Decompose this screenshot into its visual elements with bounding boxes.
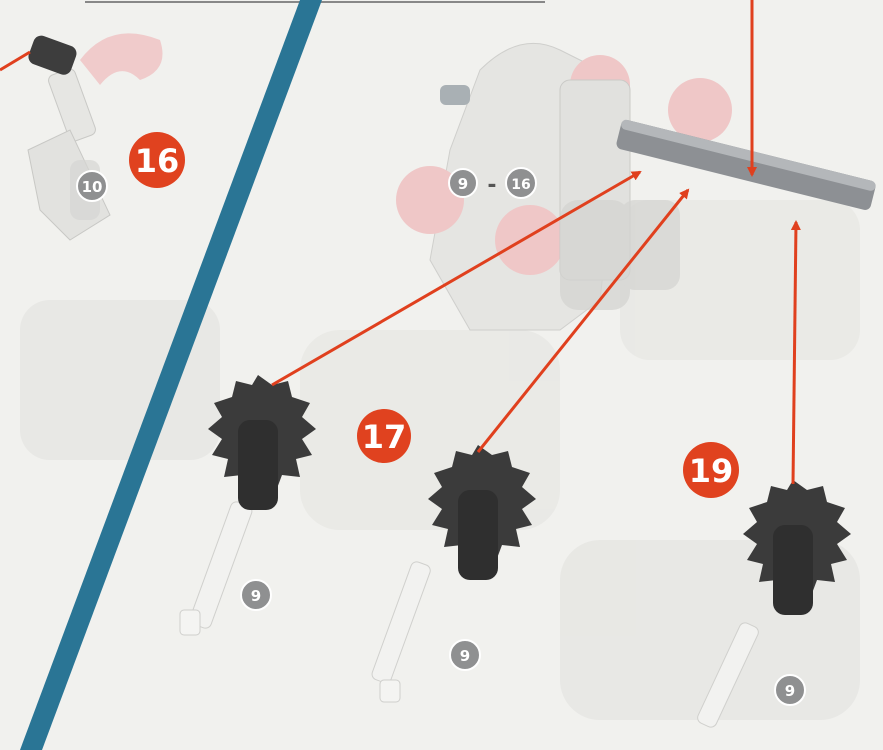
svg-text:9: 9 bbox=[460, 647, 470, 665]
svg-text:9: 9 bbox=[785, 682, 795, 700]
svg-text:16: 16 bbox=[511, 177, 530, 193]
svg-text:9: 9 bbox=[251, 587, 261, 605]
svg-text:9: 9 bbox=[458, 175, 468, 193]
part-badge-9-a: 9 bbox=[241, 580, 271, 610]
part-badge-9-c: 9 bbox=[775, 675, 805, 705]
pointer-line bbox=[0, 52, 30, 70]
step-19-number: 19 bbox=[689, 452, 734, 490]
step16-assembly bbox=[0, 33, 163, 240]
svg-text:10: 10 bbox=[82, 178, 103, 196]
step-17-badge: 17 bbox=[357, 409, 411, 463]
step-16-badge: 16 bbox=[129, 132, 185, 188]
axle-rod bbox=[615, 119, 876, 211]
part-badge-10: 10 bbox=[77, 171, 107, 201]
step-16-number: 16 bbox=[135, 142, 180, 180]
step-17-number: 17 bbox=[362, 418, 407, 456]
part-range-badge: 9 - 16 bbox=[449, 168, 536, 198]
range-separator: - bbox=[487, 173, 496, 198]
part-badge-9-b: 9 bbox=[450, 640, 480, 670]
step-19-badge: 19 bbox=[683, 442, 739, 498]
